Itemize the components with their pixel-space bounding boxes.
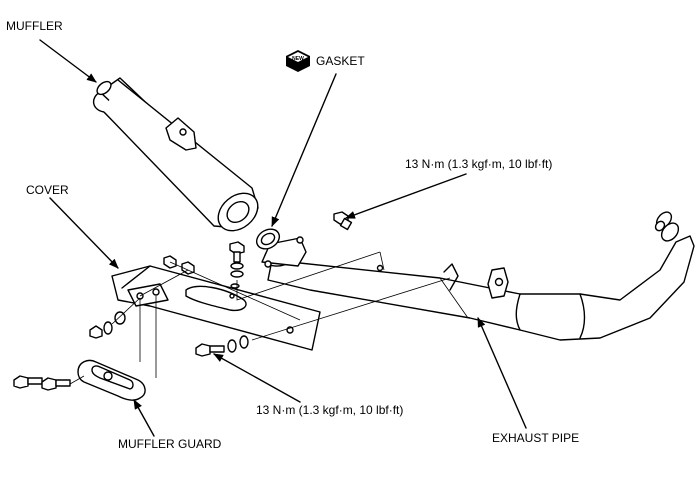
svg-text:NEW: NEW xyxy=(292,56,304,62)
assembly-lines xyxy=(69,251,451,385)
torque-label-bottom: 13 N·m (1.3 kgf·m, 10 lbf·ft) xyxy=(256,403,403,417)
muffler-guard-label: MUFFLER GUARD xyxy=(118,437,222,451)
bolt-pipe xyxy=(333,211,353,231)
new-part-icon: NEW xyxy=(286,50,310,72)
gasket-label: GASKET xyxy=(316,54,365,68)
muffler xyxy=(93,77,259,232)
bolt-lower xyxy=(195,335,249,357)
muffler-label: MUFFLER xyxy=(6,19,63,33)
cover-label: COVER xyxy=(26,183,69,197)
cover xyxy=(111,265,321,351)
exhaust-pipe xyxy=(261,211,695,341)
bolt-guard-2 xyxy=(41,377,71,391)
bolt-guard-1 xyxy=(13,375,43,389)
torque-label-top: 13 N·m (1.3 kgf·m, 10 lbf·ft) xyxy=(405,157,552,171)
gasket-ring xyxy=(255,228,281,250)
muffler-guard xyxy=(77,359,146,401)
bolt-left xyxy=(89,311,126,339)
leader-lines xyxy=(39,39,527,437)
exhaust-pipe-label: EXHAUST PIPE xyxy=(492,431,579,445)
